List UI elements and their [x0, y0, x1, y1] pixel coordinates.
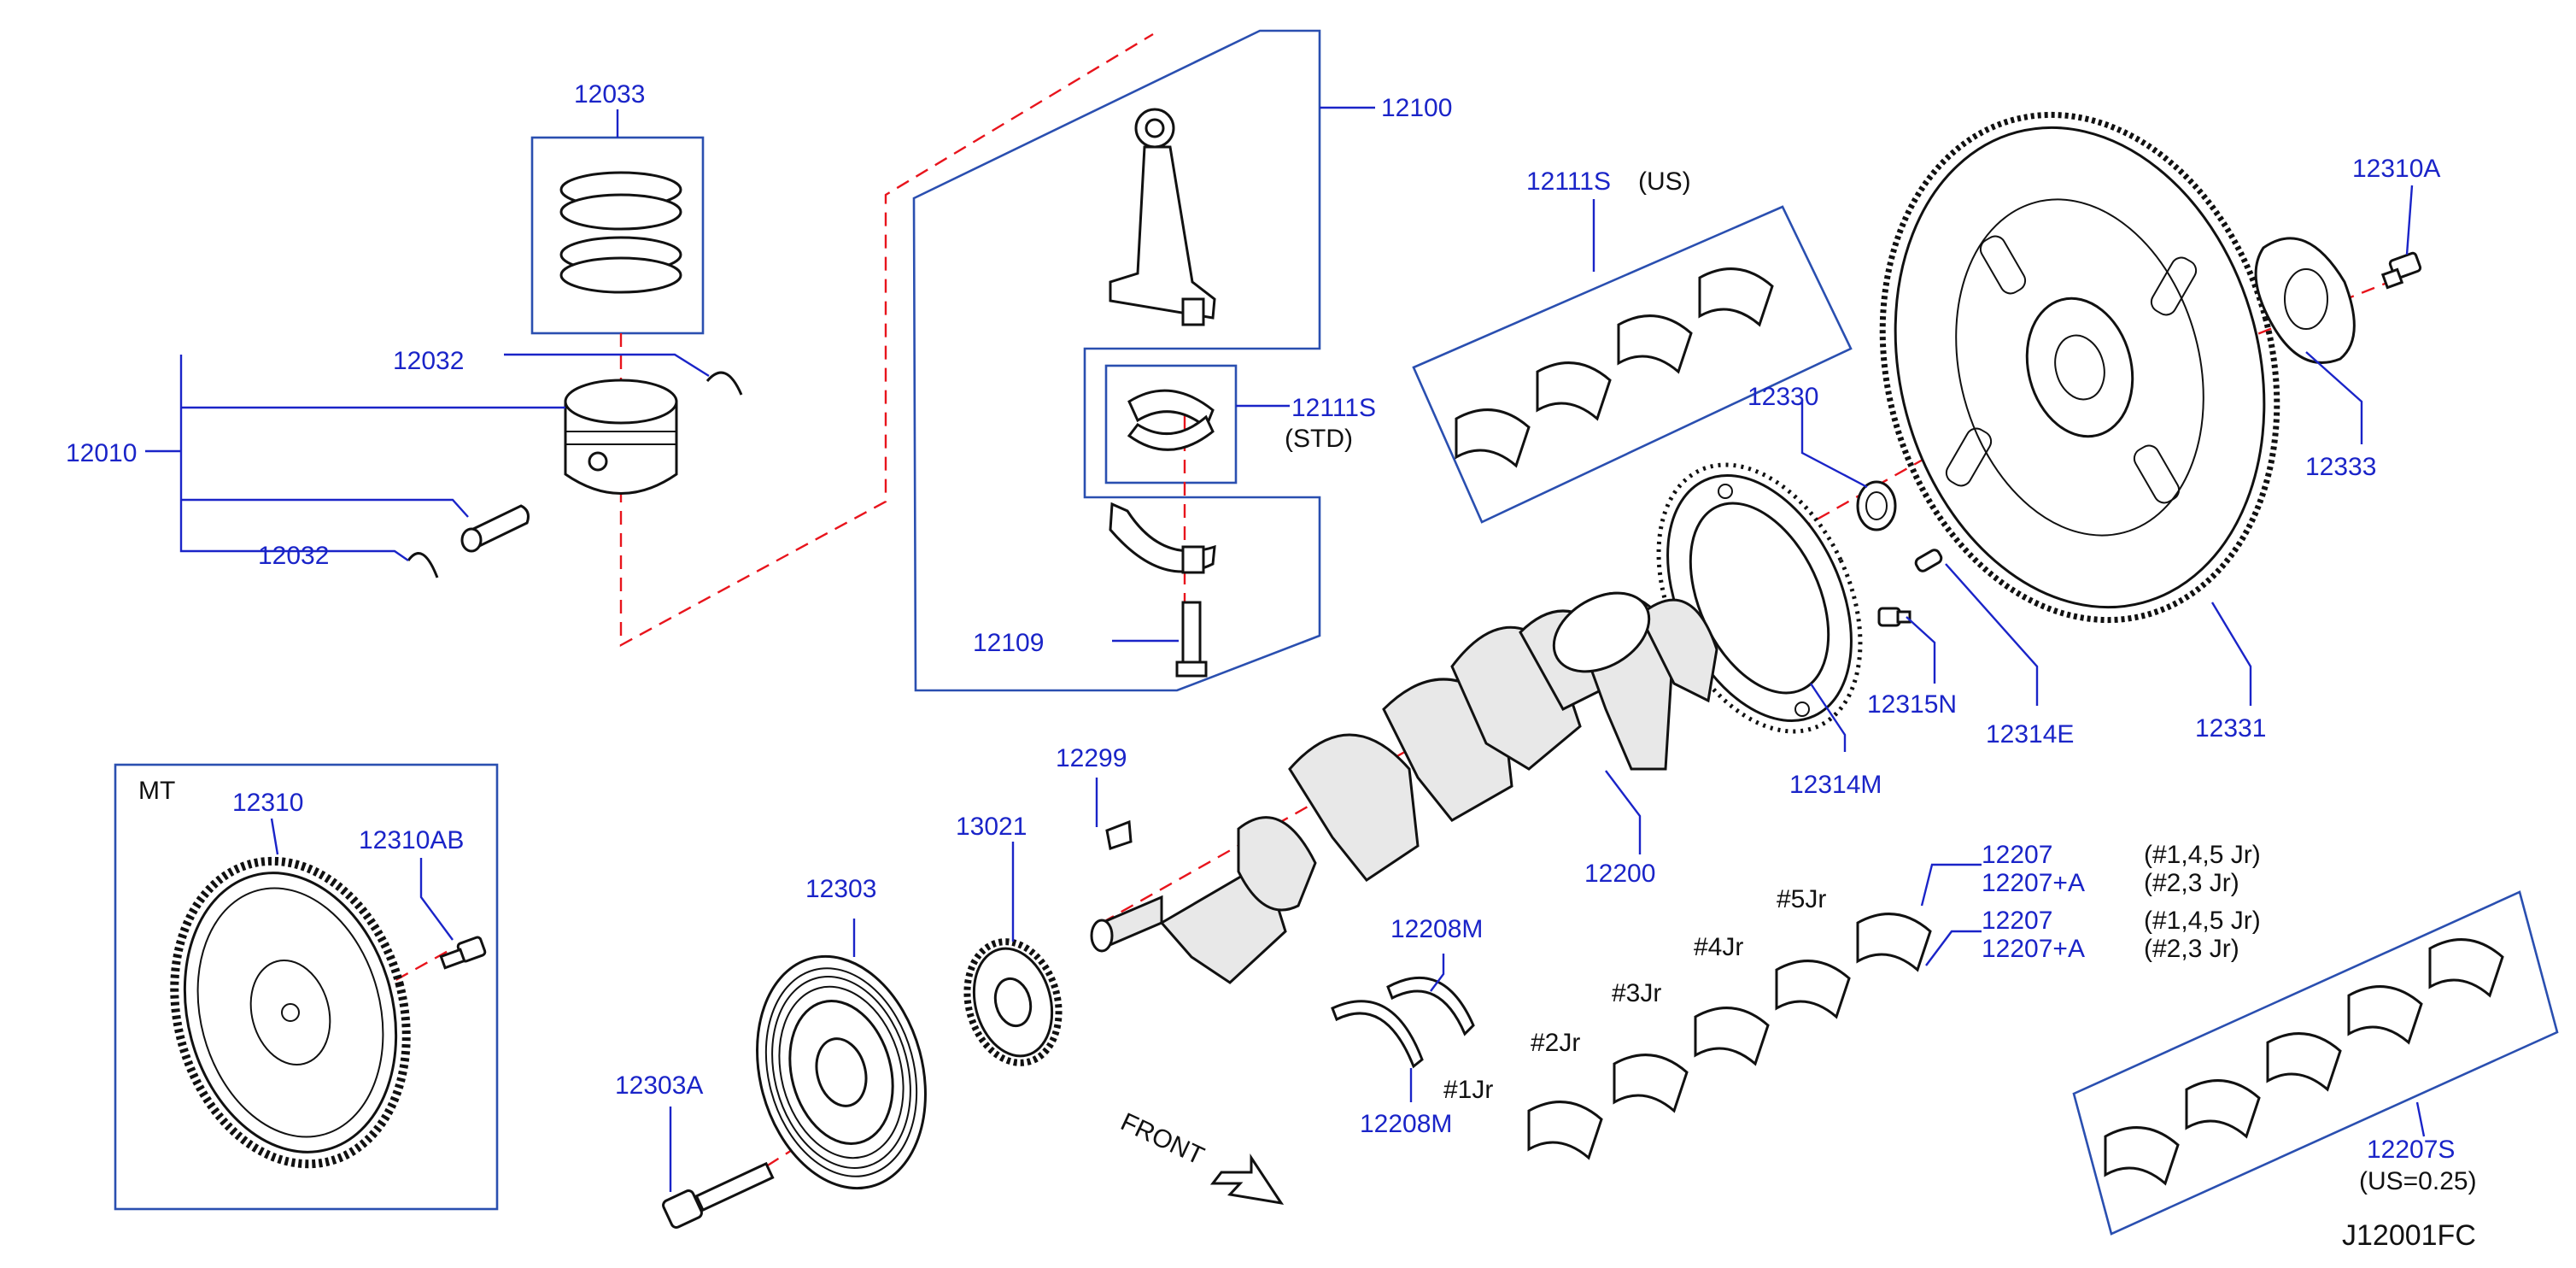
mt-flywheel-bolt [439, 936, 487, 970]
mt-flywheel [170, 856, 411, 1169]
mt-label: MT [138, 777, 175, 805]
connecting-rod [1109, 108, 1216, 326]
main-bearings-std [1527, 913, 1932, 1160]
piston-conrod-dashed-line [619, 32, 1154, 648]
journal-note-145-b: (#1,4,5 Jr) [2144, 907, 2261, 935]
part-label-12207-b[interactable]: 12207 [1982, 907, 2052, 935]
journal-label-3: #3Jr [1612, 979, 1661, 1007]
journal-label-4: #4Jr [1694, 933, 1743, 961]
journal-label-1: #1Jr [1443, 1076, 1493, 1104]
part-label-12207A-a[interactable]: 12207+A [1982, 869, 2085, 897]
part-label-12208M-top[interactable]: 12208M [1390, 915, 1483, 943]
drive-plate-dashed-line [2237, 276, 2401, 343]
us025-note: (US=0.25) [2359, 1167, 2477, 1195]
part-label-12331[interactable]: 12331 [2195, 714, 2266, 743]
thrust-bearings [1331, 976, 1475, 1069]
leader-lines [145, 106, 2426, 1192]
us-note: (US) [1638, 167, 1691, 196]
part-label-12033[interactable]: 12033 [574, 80, 645, 109]
reinforcement-plate [2254, 237, 2356, 364]
crank-seal-12330 [1856, 480, 1897, 531]
snap-ring-bottom-icon [407, 552, 439, 578]
part-label-12109[interactable]: 12109 [973, 629, 1044, 657]
front-label: FRONT [1116, 1107, 1209, 1171]
part-label-12330[interactable]: 12330 [1748, 383, 1818, 411]
part-label-12303A[interactable]: 12303A [615, 1071, 703, 1100]
front-arrow-icon [1209, 1154, 1285, 1206]
drive-plate-bolt [2380, 251, 2422, 290]
part-label-12207A-b[interactable]: 12207+A [1982, 935, 2085, 963]
drive-plate [1879, 111, 2280, 624]
part-label-12299[interactable]: 12299 [1056, 744, 1127, 772]
part-label-12303[interactable]: 12303 [805, 875, 876, 903]
piston-ring-box [530, 136, 705, 335]
conrod-bearing-std [1127, 389, 1215, 451]
part-label-12032-bottom[interactable]: 12032 [258, 542, 329, 570]
part-label-12100[interactable]: 12100 [1381, 94, 1452, 122]
main-bearing-us025-box [2072, 890, 2559, 1236]
part-label-12310A[interactable]: 12310A [2352, 155, 2440, 183]
snap-ring-top-icon [705, 371, 743, 396]
piston [564, 379, 678, 495]
rod-bearing-std-box [1104, 364, 1238, 484]
part-label-12310AB[interactable]: 12310AB [359, 826, 464, 854]
piston-rings [559, 171, 682, 294]
journal-label-5: #5Jr [1777, 885, 1826, 913]
journal-note-23-b: (#2,3 Jr) [2144, 935, 2239, 963]
pulley-bolt [662, 1161, 775, 1229]
journal-note-145-a: (#1,4,5 Jr) [2144, 841, 2261, 869]
part-label-12207S[interactable]: 12207S [2367, 1136, 2455, 1164]
journal-note-23-a: (#2,3 Jr) [2144, 869, 2239, 897]
part-label-13021[interactable]: 13021 [956, 813, 1027, 841]
crankshaft [1090, 591, 1718, 984]
part-label-12315N[interactable]: 12315N [1867, 690, 1957, 719]
conrod-bolt [1175, 601, 1208, 678]
crankshaft-sprocket [963, 938, 1063, 1066]
mt-flywheel-box [114, 763, 499, 1211]
bolt-12315N [1877, 607, 1912, 627]
std-note: (STD) [1285, 425, 1353, 453]
connecting-rod-box [912, 29, 1321, 692]
dowel-pin-12314E [1914, 549, 1943, 572]
part-label-12207-a[interactable]: 12207 [1982, 841, 2052, 869]
part-label-12111S-us[interactable]: 12111S [1526, 167, 1611, 196]
part-label-12200[interactable]: 12200 [1584, 860, 1655, 888]
diagram-code: J12001FC [2342, 1219, 2476, 1252]
journal-label-2: #2Jr [1531, 1029, 1580, 1057]
piston-pin [460, 504, 530, 553]
woodruff-key [1105, 819, 1133, 850]
crankshaft-pulley [756, 954, 927, 1190]
part-label-12310[interactable]: 12310 [232, 789, 303, 817]
main-bearing-us-box [1412, 205, 1853, 524]
part-label-12032-top[interactable]: 12032 [393, 347, 464, 375]
part-label-12333[interactable]: 12333 [2305, 453, 2376, 481]
part-label-12010[interactable]: 12010 [66, 439, 137, 467]
main-bearings-us [1455, 267, 1774, 468]
main-bearings-us025 [2104, 938, 2504, 1186]
part-label-12208M-bottom[interactable]: 12208M [1360, 1110, 1452, 1138]
part-label-12314M[interactable]: 12314M [1789, 771, 1882, 799]
part-label-12111S-std[interactable]: 12111S [1291, 394, 1376, 422]
part-label-12314E[interactable]: 12314E [1986, 720, 2074, 748]
conrod-cap [1109, 502, 1216, 574]
